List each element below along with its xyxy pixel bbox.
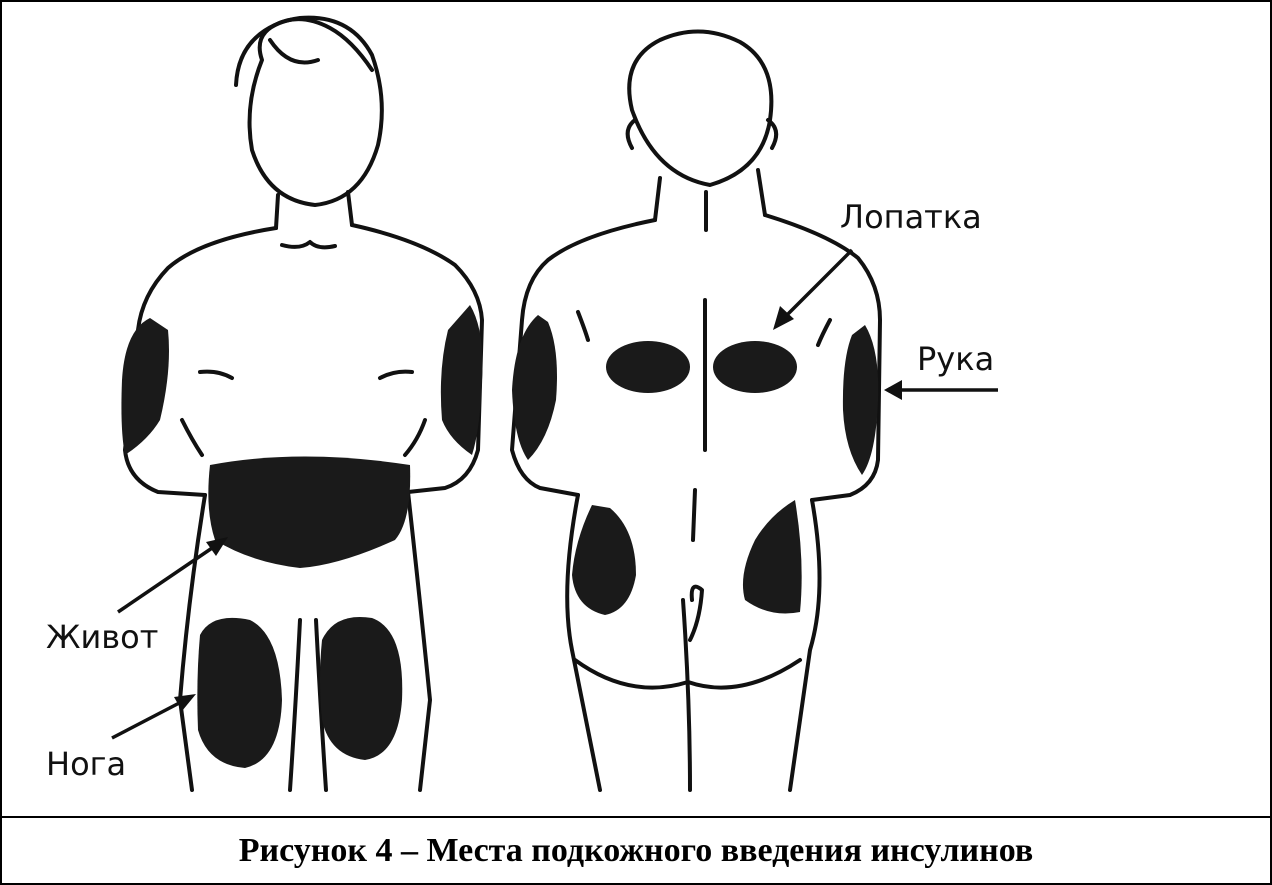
back-right-buttock-zone xyxy=(743,500,802,614)
back-neck xyxy=(655,170,765,220)
back-right-arm-zone xyxy=(843,325,878,475)
front-view-figure xyxy=(125,18,482,790)
scapula-arrow xyxy=(782,250,852,320)
front-head xyxy=(250,18,382,205)
arm-label: Рука xyxy=(917,340,994,378)
front-chest xyxy=(200,372,412,378)
back-head xyxy=(629,31,771,185)
injection-sites-figure: Живот Нога Лопатка Рука xyxy=(0,0,1272,816)
figure-caption: Рисунок 4 – Места подкожного введения ин… xyxy=(0,818,1272,883)
front-right-thigh-zone xyxy=(320,617,402,760)
front-abdomen-zone xyxy=(208,457,410,569)
back-spine xyxy=(693,192,706,540)
back-torso xyxy=(512,215,880,500)
back-left-buttock-zone xyxy=(572,505,636,615)
abdomen-arrowhead xyxy=(206,537,228,556)
arm-arrowhead xyxy=(884,380,902,400)
back-right-scapula-zone xyxy=(713,341,797,393)
back-view-figure xyxy=(512,31,880,790)
front-collarbone xyxy=(282,242,335,247)
scapula-label: Лопатка xyxy=(840,198,982,236)
front-inner-arms xyxy=(182,420,425,455)
body-outlines xyxy=(0,0,1272,816)
front-torso xyxy=(125,225,482,495)
front-right-arm-zone xyxy=(441,305,483,455)
abdomen-arrow xyxy=(118,544,218,612)
leg-arrow xyxy=(112,700,185,738)
front-left-arm-zone xyxy=(121,318,169,455)
leg-arrowhead xyxy=(174,694,196,711)
back-left-scapula-zone xyxy=(606,341,690,393)
front-left-thigh-zone xyxy=(197,618,282,768)
abdomen-label: Живот xyxy=(46,618,158,656)
leg-label: Нога xyxy=(46,745,126,783)
